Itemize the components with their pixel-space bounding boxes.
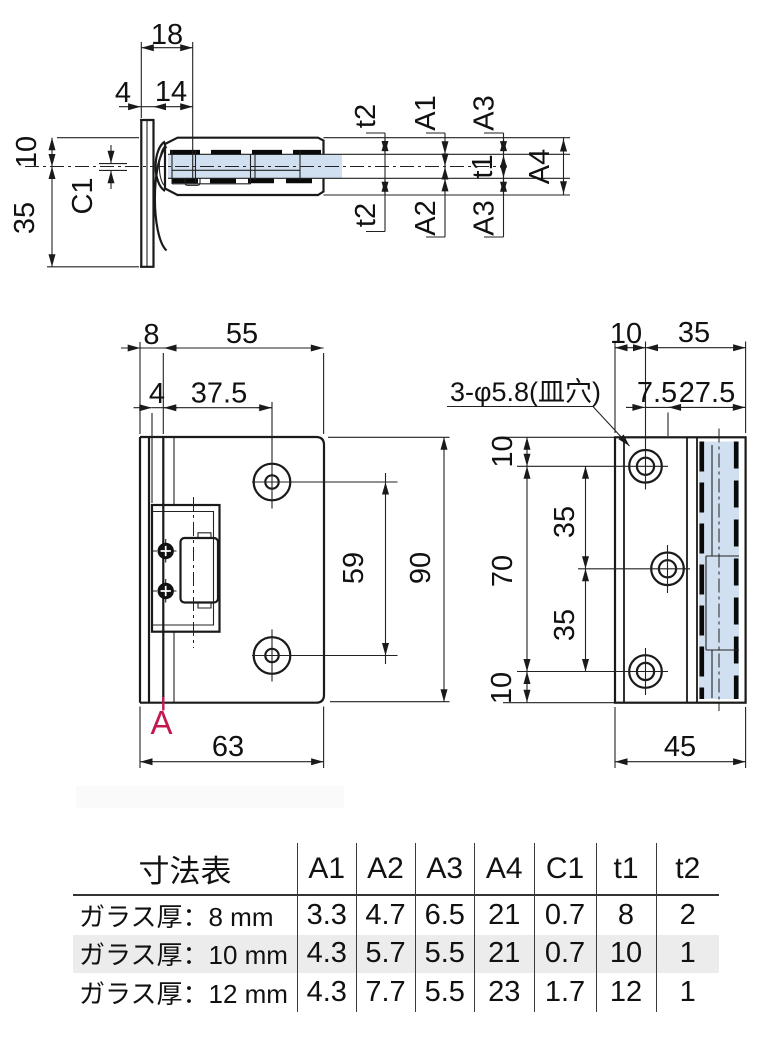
cell-10mm-c1: 0.7 <box>533 934 596 973</box>
dim-label-v10-bottom: 10 <box>486 672 518 704</box>
mounting-hole-top <box>252 402 398 509</box>
cell-12mm-t2: 1 <box>655 973 720 1012</box>
dim-label-90: 90 <box>405 552 437 584</box>
front-view: 8 55 4 37.5 59 90 63 A <box>121 318 450 768</box>
knuckle-block <box>150 503 221 633</box>
dim-label-35: 35 <box>9 202 41 234</box>
dim-label-10: 10 <box>11 136 43 168</box>
cover-arc <box>153 145 168 252</box>
mounting-hole-bottom <box>252 629 398 682</box>
row-label-10mm: ガラス厚：10 mm <box>73 934 297 973</box>
dim-label-a2: A2 <box>410 200 442 235</box>
dim-label-v35-bottom: 35 <box>549 609 581 641</box>
cell-8mm-a2: 4.7 <box>355 896 415 935</box>
side-view: 10 35 7.5 27.5 3-φ5.8(皿穴) 10 70 10 35 35… <box>447 317 747 768</box>
col-header-t1: t1 <box>595 843 656 896</box>
cell-10mm-a2: 5.7 <box>355 934 415 973</box>
dim-label-t2-top: t2 <box>350 104 382 128</box>
col-header-a4: A4 <box>474 843 534 896</box>
hinge-drawing: 18 4 14 10 35 C1 t2 A1 A3 t1 A4 t2 A2 A3 <box>9 19 747 768</box>
dim-label-35-side: 35 <box>678 317 710 349</box>
dim-label-59: 59 <box>338 552 370 584</box>
cell-8mm-a3: 6.5 <box>414 896 475 935</box>
top-view: 18 4 14 10 35 C1 t2 A1 A3 t1 A4 t2 A2 A3 <box>9 19 570 268</box>
hinge-body-section <box>163 136 325 197</box>
dim-label-v10-top: 10 <box>487 435 519 467</box>
table-title: 寸法表 <box>73 843 297 896</box>
clamp-pad <box>179 536 220 604</box>
cell-12mm-a4: 23 <box>474 973 534 1012</box>
set-screw-top <box>153 539 179 563</box>
dim-label-55: 55 <box>226 318 258 350</box>
cell-12mm-c1: 1.7 <box>533 973 596 1012</box>
col-header-a1: A1 <box>297 843 356 896</box>
dim-label-t1: t1 <box>467 154 499 178</box>
dim-label-4-front: 4 <box>149 378 165 410</box>
cell-12mm-a1: 4.3 <box>297 973 356 1012</box>
dim-label-a3-top: A3 <box>469 95 501 130</box>
dim-label-v70: 70 <box>487 555 519 587</box>
dim-label-v35-top: 35 <box>549 506 581 538</box>
dim-label-a3-bottom: A3 <box>469 200 501 235</box>
dim-label-14: 14 <box>155 76 187 108</box>
cell-8mm-t2: 2 <box>655 896 720 935</box>
cell-12mm-a2: 7.7 <box>355 973 415 1012</box>
dim-label-7-5: 7.5 <box>637 377 677 409</box>
col-header-t2: t2 <box>655 843 719 896</box>
cell-10mm-a3: 5.5 <box>414 934 474 973</box>
surface-a-label: A <box>150 704 172 741</box>
dim-label-a4: A4 <box>524 149 556 184</box>
cell-8mm-t1: 8 <box>595 896 656 935</box>
dim-label-45: 45 <box>664 731 696 763</box>
hole-callout-label: 3-φ5.8(皿穴) <box>450 377 601 407</box>
dim-label-c1: C1 <box>67 177 99 214</box>
dim-label-63: 63 <box>212 731 244 763</box>
cell-10mm-a1: 4.3 <box>297 934 356 973</box>
cell-8mm-a4: 21 <box>474 896 534 935</box>
dim-label-18: 18 <box>151 19 183 51</box>
set-screw-bottom <box>153 579 179 603</box>
dim-label-37-5: 37.5 <box>191 378 247 410</box>
hinge-plate <box>162 435 326 704</box>
dim-label-27-5: 27.5 <box>679 377 735 409</box>
glass-edge <box>138 435 164 704</box>
col-header-c1: C1 <box>533 843 596 896</box>
dim-label-t2-bottom: t2 <box>350 203 382 227</box>
cell-10mm-t1: 10 <box>595 934 656 973</box>
col-header-a3: A3 <box>414 843 474 896</box>
dimension-table: 寸法表 A1 A2 A3 A4 C1 t1 t2 ガラス厚：8 mm 3.3 4… <box>73 843 719 1012</box>
dim-label-8: 8 <box>143 319 159 351</box>
col-header-a2: A2 <box>355 843 415 896</box>
row-label-8mm: ガラス厚：8 mm <box>79 901 274 932</box>
row-label-12mm: ガラス厚：12 mm <box>79 978 288 1009</box>
dim-label-a1: A1 <box>410 95 442 130</box>
cell-12mm-t1: 12 <box>595 973 656 1012</box>
dim-label-4: 4 <box>115 77 131 109</box>
side-body <box>613 436 747 704</box>
faint-strip <box>76 786 344 808</box>
dim-label-10-side: 10 <box>610 318 642 350</box>
cell-8mm-c1: 0.7 <box>533 896 596 935</box>
cell-10mm-t2: 1 <box>655 934 719 973</box>
cell-8mm-a1: 3.3 <box>297 896 356 935</box>
cell-12mm-a3: 5.5 <box>414 973 475 1012</box>
cell-10mm-a4: 21 <box>474 934 534 973</box>
